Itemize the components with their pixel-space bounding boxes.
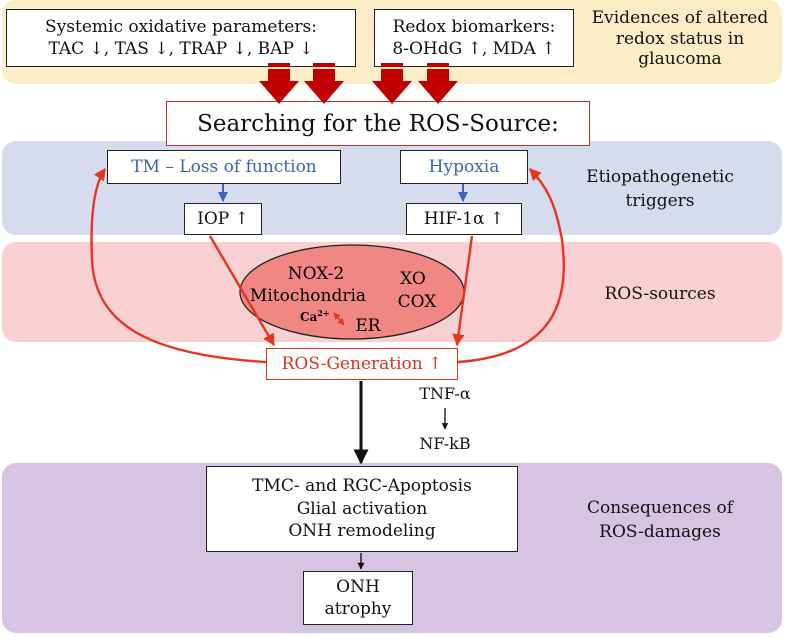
iop-label: IOP ↑ [197,209,249,229]
block-arrow-3 [372,63,412,104]
hif-label: HIF-1α ↑ [423,209,505,229]
calcium-label: Ca2+ [300,308,330,324]
search-title-box: Searching for the ROS-Source: [166,101,590,146]
evidence-label: Evidences of altered redox status in gla… [591,8,769,70]
ros-generation-box: ROS-Generation ↑ [266,348,458,380]
xo-label: XO [400,269,426,289]
iop-box: IOP ↑ [184,203,262,235]
systemic-values: TAC ↓, TAS ↓, TRAP ↓, BAP ↓ [48,39,314,59]
ros-to-tm-feedback-arrow [90,168,267,364]
hypoxia-label: Hypoxia [428,157,500,177]
ros-to-hypoxia-feedback-arrow [457,168,566,364]
cox-label: COX [398,292,438,312]
search-title: Searching for the ROS-Source: [197,110,559,137]
hif-box: HIF-1α ↑ [406,203,522,235]
redox-biomarkers-box: Redox biomarkers: 8-OHdG ↑, MDA ↑ [374,9,574,67]
ros-generation-label: ROS-Generation ↑ [281,354,443,374]
block-arrow-1 [259,63,299,104]
block-arrow-2 [304,63,344,104]
mitochondria-label: Mitochondria [250,286,366,306]
systemic-title: Systemic oxidative parameters: [45,16,317,37]
tnf-alpha-label: TNF-α [419,384,471,403]
calcium-er-exchange-arrow [333,312,345,326]
systemic-parameters-box: Systemic oxidative parameters: TAC ↓, TA… [6,9,356,67]
consequences-box: TMC- and RGC-Apoptosis Glial activation … [206,466,518,552]
ros-sources-label: ROS-sources [604,284,716,304]
redox-values: 8-OHdG ↑, MDA ↑ [392,39,556,59]
tm-loss-label: TM – Loss of function [131,157,317,177]
tm-loss-box: TM – Loss of function [107,150,341,184]
consequence-glial: Glial activation [296,498,428,519]
nf-kb-label: NF-kB [419,434,471,453]
consequence-onh-remodeling: ONH remodeling [288,521,436,542]
er-label: ER [355,316,381,336]
nox2-label: NOX-2 [288,264,345,284]
triggers-label: Etiopathogenetic triggers [586,167,734,211]
block-arrow-4 [418,63,458,104]
hypoxia-box: Hypoxia [400,150,528,184]
consequences-label: Consequences of ROS-damages [586,498,734,542]
hif-to-ros-arrow [452,235,474,347]
consequence-apoptosis: TMC- and RGC-Apoptosis [252,476,472,497]
iop-to-ros-arrow [208,235,276,347]
onh-atrophy-box: ONH atrophy [303,571,413,625]
redox-title: Redox biomarkers: [392,16,556,37]
